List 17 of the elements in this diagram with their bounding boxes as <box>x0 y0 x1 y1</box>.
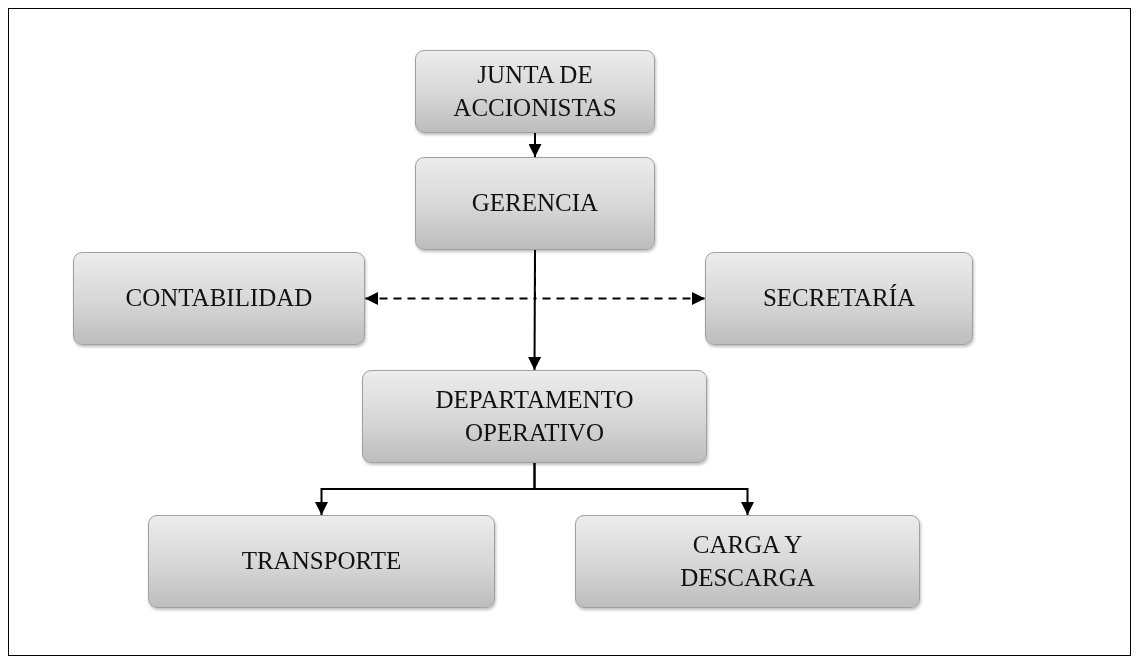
org-box <box>575 515 920 608</box>
arrow <box>533 462 754 516</box>
arrow <box>528 132 542 158</box>
box-label: CARGA Y DESCARGA <box>679 530 816 593</box>
org-box <box>148 515 495 608</box>
box-label: SECRETARÍA <box>762 283 916 314</box>
org-box <box>415 157 655 250</box>
box-label: CONTABILIDAD <box>125 283 313 314</box>
org-box <box>705 252 973 345</box>
box-label: DEPARTAMENTO OPERATIVO <box>434 385 635 448</box>
org-box <box>73 252 365 345</box>
box-label: GERENCIA <box>471 188 599 219</box>
arrow <box>534 249 706 305</box>
box-label: JUNTA DE ACCIONISTAS <box>452 60 618 123</box>
org-box <box>362 370 707 463</box>
box-label: TRANSPORTE <box>241 546 402 577</box>
org-box <box>415 50 655 133</box>
